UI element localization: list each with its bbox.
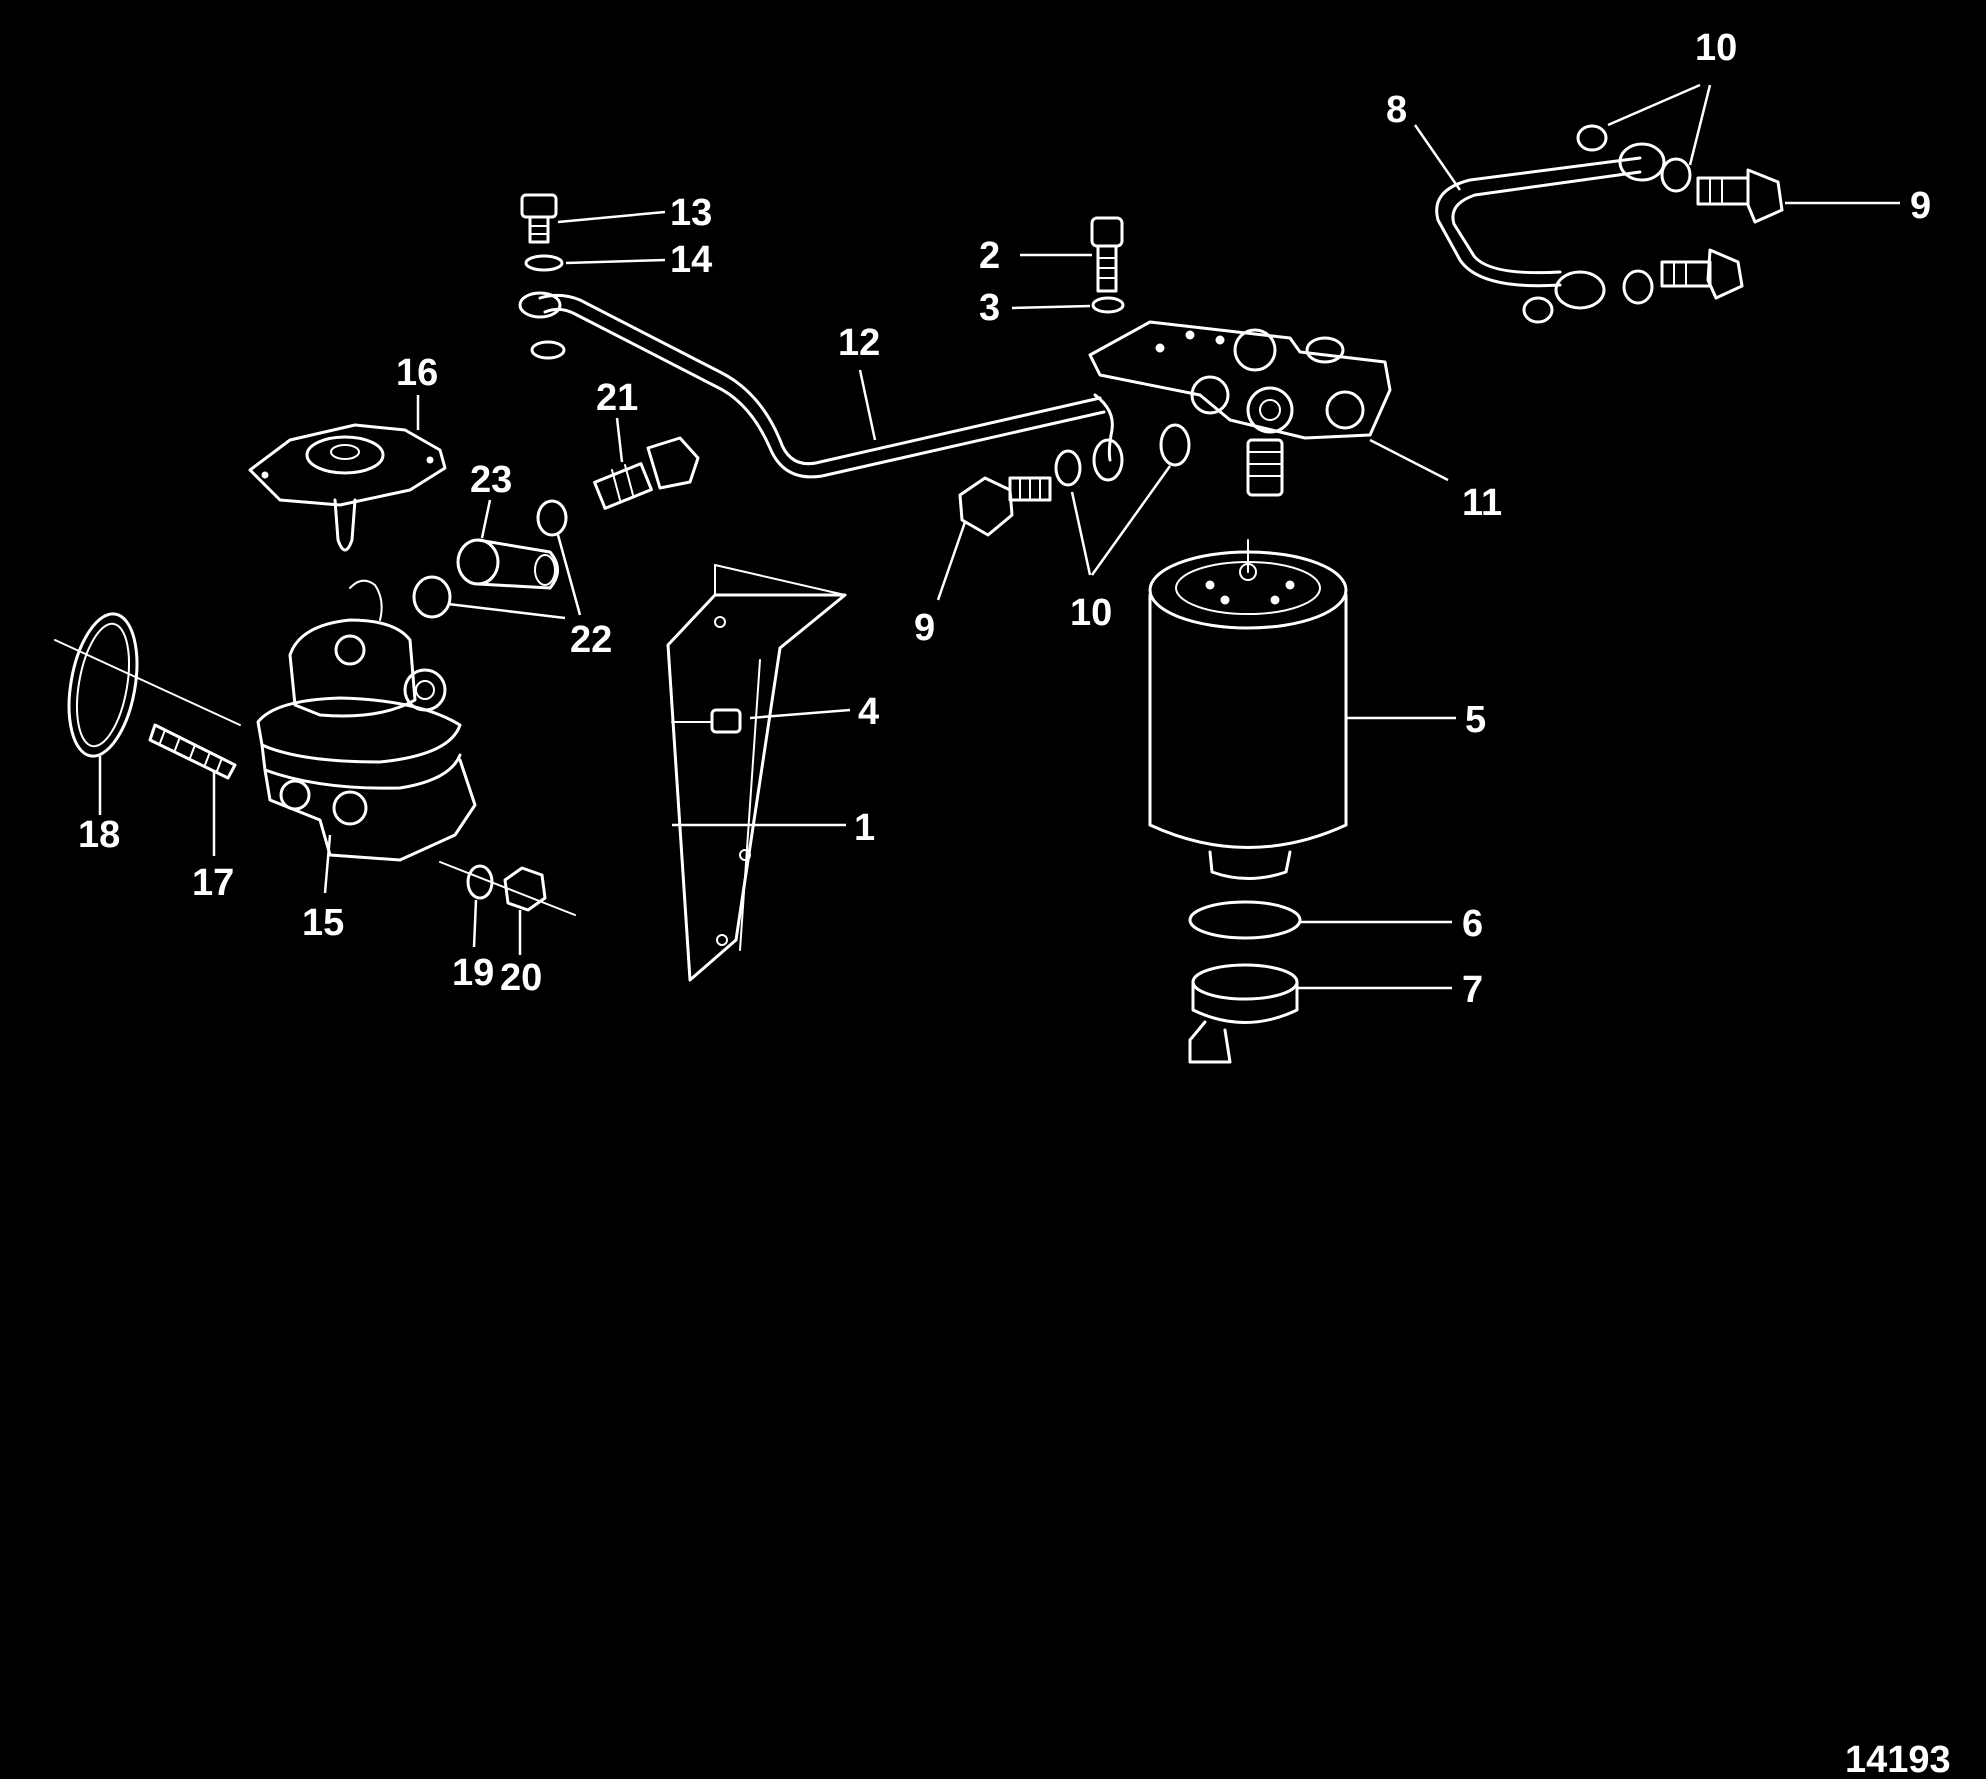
callout-9-lower: 9	[914, 607, 935, 649]
callout-4: 4	[858, 691, 879, 733]
callout-23: 23	[470, 459, 512, 501]
callout-22: 22	[570, 619, 612, 661]
part-9-banjo-bolt-lower	[958, 476, 1052, 537]
callout-16: 16	[396, 352, 438, 394]
part-15-fuel-pump	[256, 579, 477, 862]
part-13-banjo-bolt	[520, 193, 558, 244]
callout-14: 14	[670, 239, 712, 281]
callout-2: 2	[979, 235, 1000, 277]
callout-18: 18	[78, 814, 120, 856]
figure-number: 14193	[1845, 1739, 1951, 1779]
part-18-gasket	[54, 612, 241, 758]
part-17-stud	[148, 723, 237, 780]
callout-1: 1	[854, 807, 875, 849]
part-8-return-line	[1435, 142, 1666, 310]
callout-5: 5	[1465, 699, 1486, 741]
part-23-banjo-union	[456, 538, 559, 590]
part-2-bolt	[1090, 216, 1124, 293]
part-10-washers-upper	[1522, 124, 1692, 324]
callout-10-lower: 10	[1070, 592, 1112, 634]
part-6-o-ring	[1188, 900, 1302, 940]
callout-20: 20	[500, 957, 542, 999]
callout-15: 15	[302, 902, 344, 944]
callout-3: 3	[979, 287, 1000, 329]
part-9-banjo-bolt-upper	[1696, 168, 1784, 224]
callout-8: 8	[1386, 89, 1407, 131]
part-5-fuel-filter	[1148, 539, 1348, 880]
callout-9-upper: 9	[1910, 185, 1931, 227]
part-3-washer	[1091, 296, 1125, 314]
callout-10-upper: 10	[1695, 27, 1737, 69]
part-12-fuel-line	[518, 291, 1114, 479]
part-14-washer	[524, 254, 564, 272]
part-11-filter-head	[1088, 320, 1392, 497]
part-4-nut	[671, 708, 742, 734]
callout-7: 7	[1462, 969, 1483, 1011]
callout-12: 12	[838, 322, 880, 364]
callout-19: 19	[452, 952, 494, 994]
part-21-inlet-fitting	[593, 436, 700, 510]
part-20-nut	[439, 861, 576, 916]
part-7-filter-ring	[1188, 963, 1299, 1064]
part-1-bracket	[666, 564, 847, 982]
part-10-washers-lower	[1054, 423, 1191, 487]
callout-11: 11	[1462, 482, 1502, 524]
callout-labels: 1 2 3 4 5 6 7 8 9 9 10 10 11 12 13 14 15…	[78, 27, 1931, 1011]
callout-6: 6	[1462, 903, 1483, 945]
callout-21: 21	[596, 377, 638, 419]
part-16-pump-cover	[248, 423, 447, 552]
callout-17: 17	[192, 862, 234, 904]
part-22-washers	[412, 499, 568, 619]
callout-13: 13	[670, 192, 712, 234]
washer-below-line	[530, 340, 566, 360]
banjo-bolt-upper-second	[1660, 248, 1744, 300]
leader-lines	[98, 83, 1900, 990]
